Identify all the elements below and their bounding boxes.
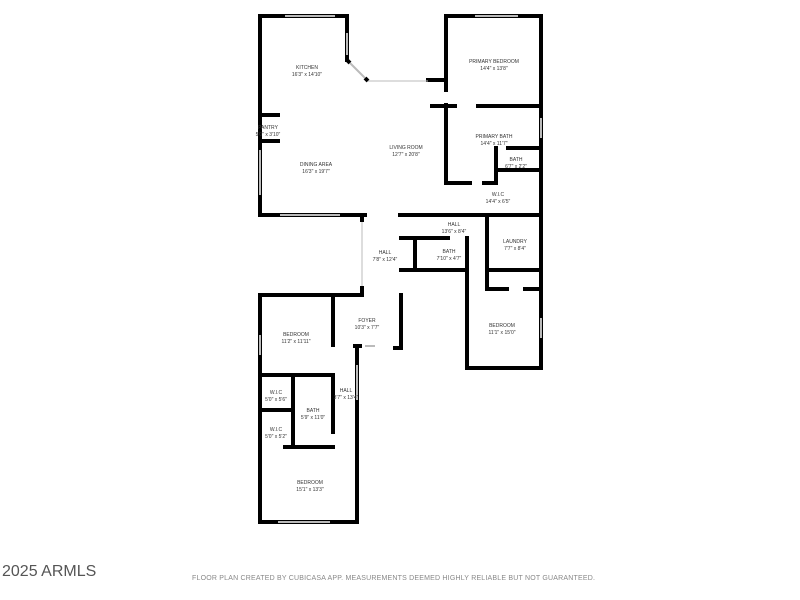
copyright-watermark: 2025 ARMLS [2, 563, 97, 580]
kitchen-angled-wall [345, 58, 370, 83]
windows [259, 15, 542, 523]
disclaimer: FLOOR PLAN CREATED BY CUBICASA APP. MEAS… [192, 575, 596, 582]
walls [258, 14, 543, 524]
